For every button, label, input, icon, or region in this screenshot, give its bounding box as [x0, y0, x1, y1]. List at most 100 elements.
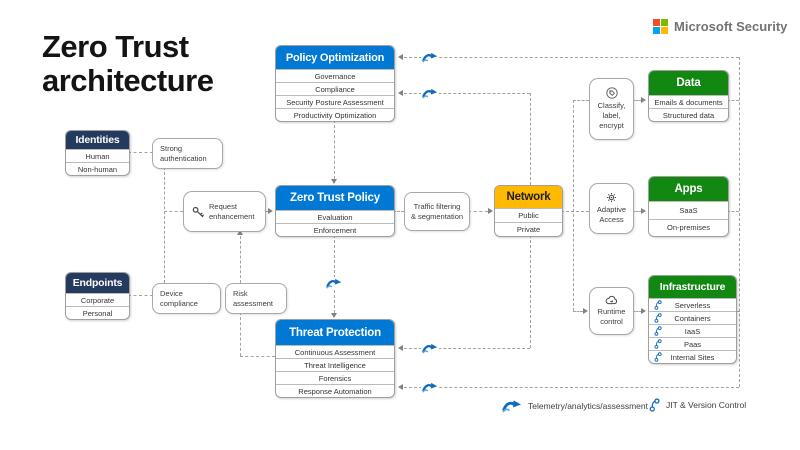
connector-telemetry-policyopt-mid [404, 93, 530, 94]
key-icon [192, 206, 204, 218]
connector-identities-strongauth [128, 152, 153, 153]
brand-name: Microsoft Security [674, 19, 788, 34]
panel-row: Internal Sites [649, 350, 736, 363]
connector-strongauth-devicecompliance [164, 167, 165, 283]
telemetry-icon [421, 51, 439, 63]
arrowhead [268, 208, 273, 214]
page-title: Zero Trust architecture [42, 29, 214, 98]
panel-identities-title: Identities [66, 131, 129, 149]
panel-network-title: Network [495, 186, 562, 208]
arrowhead [398, 384, 403, 390]
legend-jit-label: JIT & Version Control [666, 400, 747, 410]
node-runtime-control: Runtime control [589, 287, 634, 335]
arrowhead [398, 54, 403, 60]
arrowhead [331, 313, 337, 318]
connector-classify-data [632, 100, 642, 101]
panel-row: Paas [649, 337, 736, 350]
panel-infrastructure: Infrastructure Serverless Containers Iaa… [648, 275, 737, 364]
panel-zero-trust-policy: Zero Trust Policy Evaluation Enforcement [275, 185, 395, 237]
arrowhead [488, 208, 493, 214]
panel-row: Personal [66, 306, 129, 319]
panel-row: IaaS [649, 324, 736, 337]
panel-policy-optimization: Policy Optimization Governance Complianc… [275, 45, 395, 122]
panel-threat-protection-title: Threat Protection [276, 320, 394, 345]
legend-telemetry-label: Telemetry/analytics/assessment [528, 400, 648, 411]
connector-risk-threatprotection [240, 356, 275, 357]
arrowhead [641, 97, 646, 103]
jit-icon [654, 313, 662, 323]
connector-infrastructure-bus [735, 311, 740, 312]
arrowhead [398, 345, 403, 351]
node-classify-label-encrypt: Classify, label, encrypt [589, 78, 634, 140]
panel-row: Continuous Assessment [276, 345, 394, 358]
connector-telemetry-policyopt-top [404, 57, 739, 58]
panel-endpoints: Endpoints Corporate Personal [65, 272, 130, 320]
panel-row: Human [66, 149, 129, 162]
node-classify-label: Classify, label, encrypt [597, 101, 626, 130]
connector-policyopt-ztp [334, 120, 335, 179]
node-traffic-filtering: Traffic filtering & segmentation [404, 192, 470, 231]
panel-row: Productivity Optimization [276, 108, 394, 121]
connector-ztp-traffic [393, 211, 404, 212]
panel-zero-trust-policy-title: Zero Trust Policy [276, 186, 394, 210]
panel-row: Containers [649, 311, 736, 324]
panel-apps-title: Apps [649, 177, 728, 201]
panel-row: Forensics [276, 371, 394, 384]
arrowhead [583, 308, 588, 314]
arrowhead [331, 179, 337, 184]
connector-data-bus [727, 100, 739, 101]
gear-icon [606, 192, 617, 203]
connector-strongauth-requestenh [164, 211, 183, 212]
connector-apps-bus [727, 211, 739, 212]
panel-row: Private [495, 222, 562, 236]
legend-jit: JIT & Version Control [649, 398, 746, 412]
panel-row: Emails & documents [649, 95, 728, 108]
panel-row: Structured data [649, 108, 728, 121]
panel-row: Response Automation [276, 384, 394, 397]
telemetry-icon [421, 87, 439, 99]
arrowhead [398, 90, 403, 96]
panel-identities: Identities Human Non-human [65, 130, 130, 176]
panel-row: Threat Intelligence [276, 358, 394, 371]
jit-icon [649, 398, 660, 412]
arrowhead [237, 230, 243, 235]
connector-network-adaptive [561, 211, 589, 212]
connector-right-bus [739, 57, 740, 387]
panel-row: Evaluation [276, 210, 394, 223]
node-request-enhancement-label: Request enhancement [209, 201, 255, 221]
jit-icon [654, 300, 662, 310]
panel-row: Public [495, 208, 562, 222]
connector-network-up-bus [530, 93, 531, 185]
panel-network: Network Public Private [494, 185, 563, 237]
connector-risk-requestenh [240, 236, 241, 283]
telemetry-icon [502, 398, 522, 413]
telemetry-icon [325, 277, 343, 289]
connector-runtime-infrastructure [632, 311, 642, 312]
panel-row: SaaS [649, 201, 728, 219]
arrowhead [641, 208, 646, 214]
tag-icon [605, 87, 618, 100]
connector-risk-down [240, 312, 241, 356]
panel-row: Security Posture Assessment [276, 95, 394, 108]
brand-logo: Microsoft Security [653, 19, 787, 34]
connector-adaptive-apps [632, 211, 642, 212]
panel-row: Non-human [66, 162, 129, 175]
cloud-icon [605, 295, 618, 305]
node-risk-assessment: Risk assessment [225, 283, 287, 314]
panel-data: Data Emails & documents Structured data [648, 70, 729, 122]
connector-middle-bus [573, 100, 574, 311]
arrowhead [641, 308, 646, 314]
connector-bus-classify [573, 100, 589, 101]
panel-row: Governance [276, 69, 394, 82]
panel-endpoints-title: Endpoints [66, 273, 129, 293]
node-request-enhancement: Request enhancement [183, 191, 266, 232]
node-device-compliance: Device compliance [152, 283, 221, 314]
node-runtime-control-label: Runtime control [597, 307, 626, 326]
panel-infrastructure-title: Infrastructure [649, 276, 736, 298]
connector-ztp-threatprotection [334, 235, 335, 313]
connector-telemetry-threat-top [404, 348, 530, 349]
connector-bus-runtime [573, 311, 583, 312]
panel-data-title: Data [649, 71, 728, 95]
panel-row: Enforcement [276, 223, 394, 236]
